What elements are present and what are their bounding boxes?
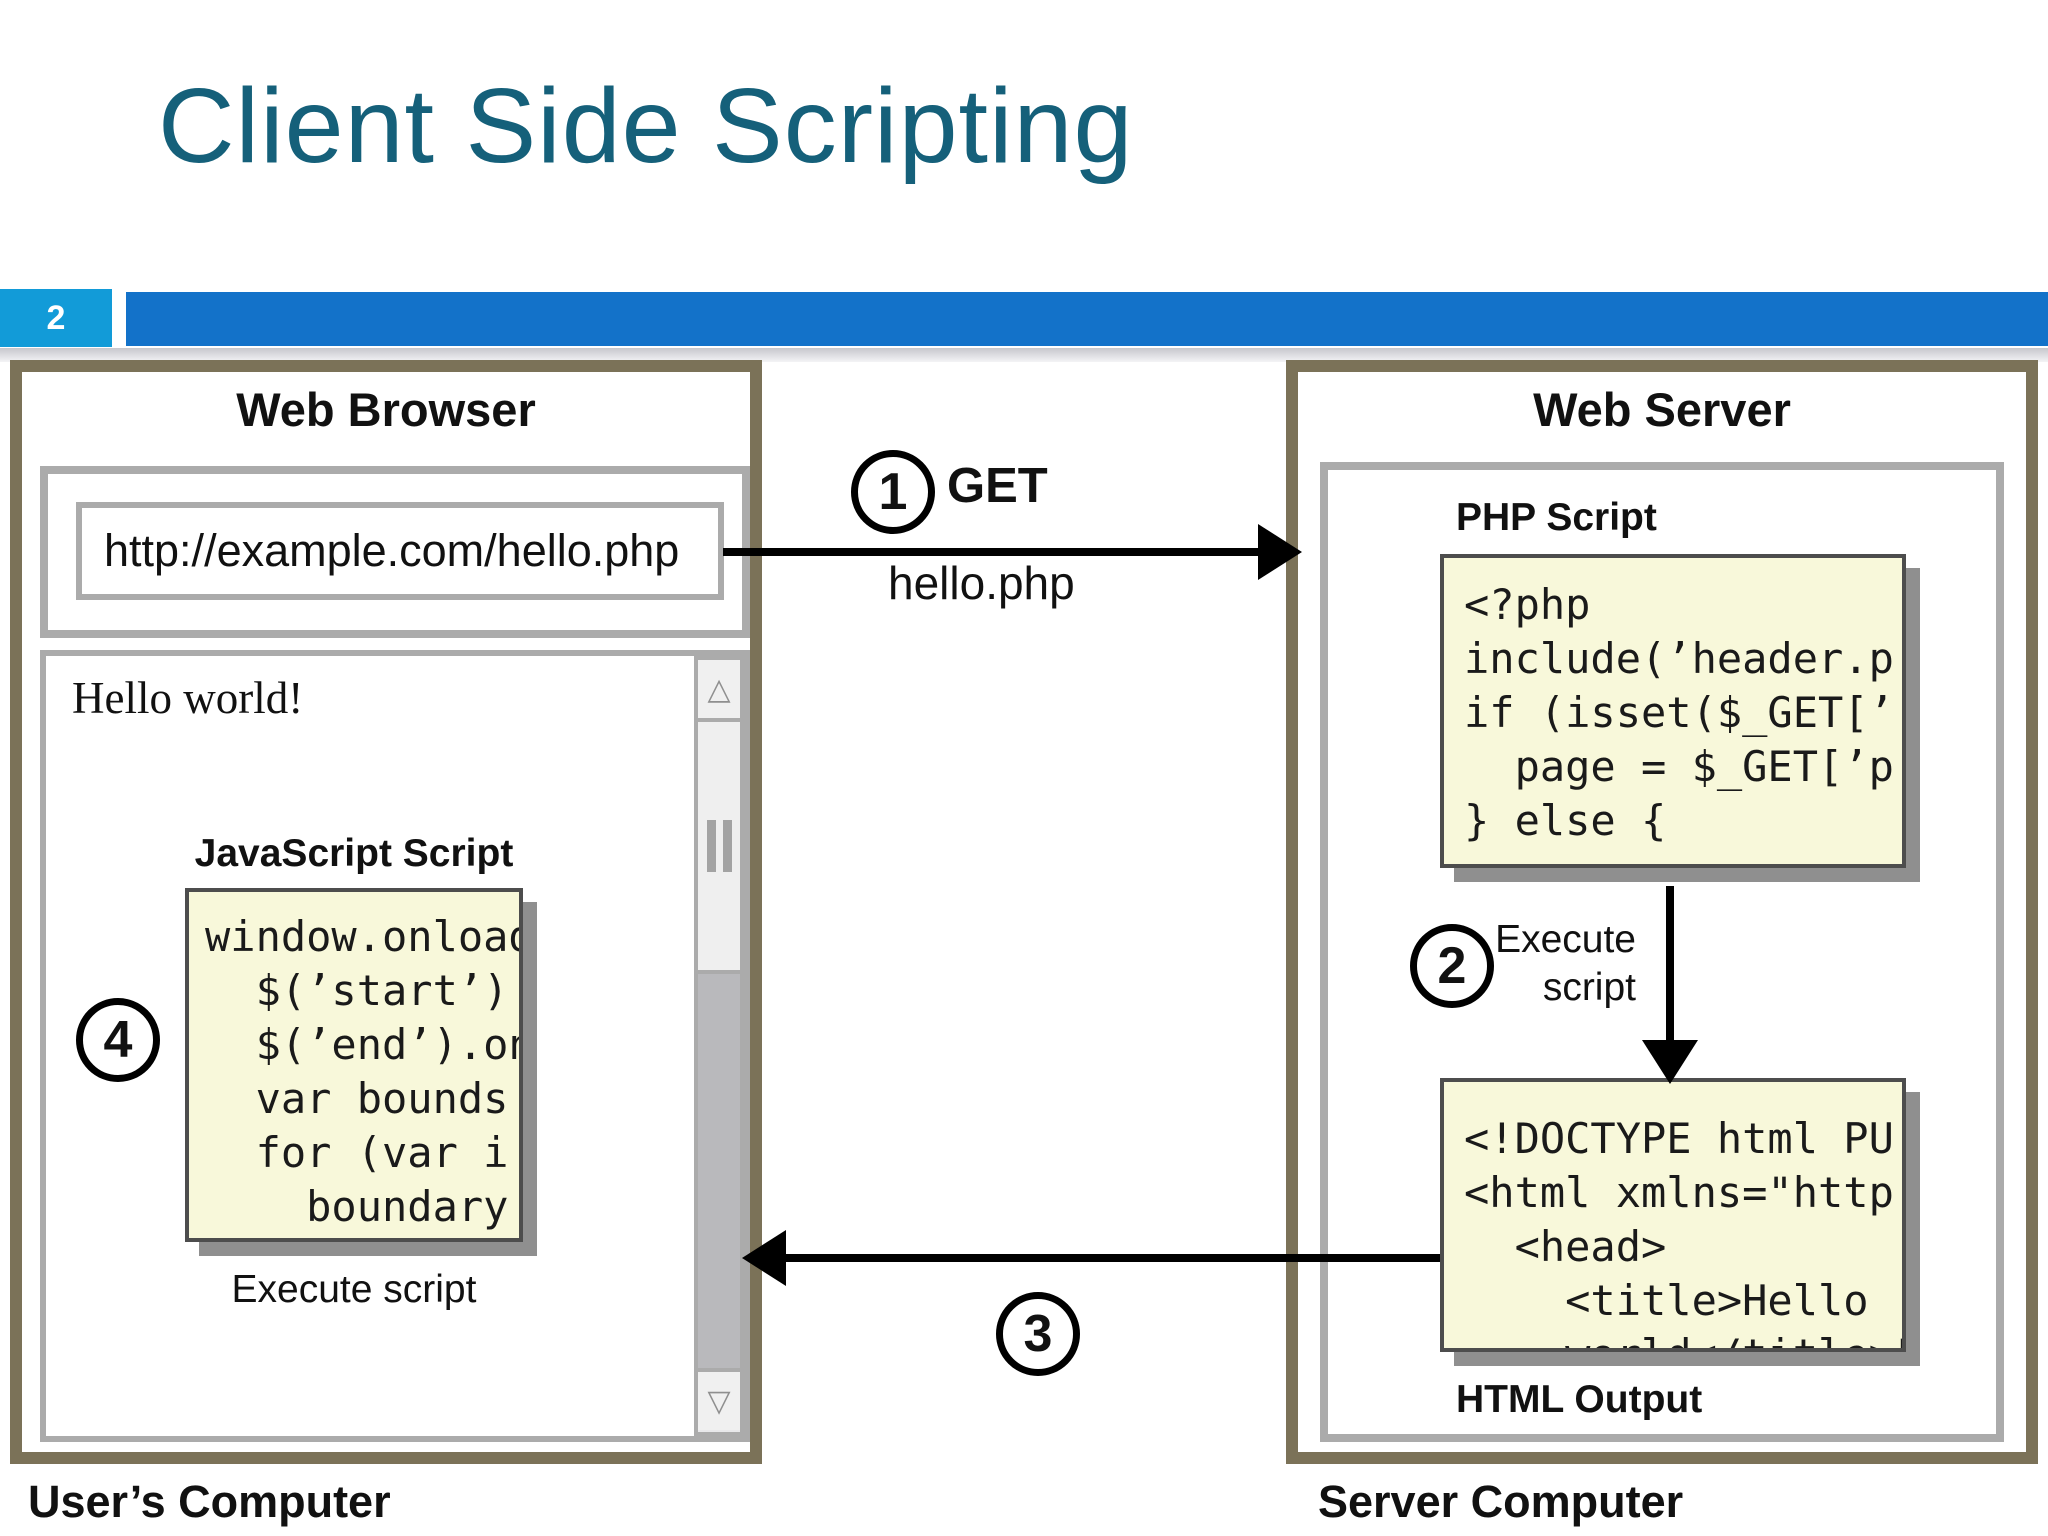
scroll-track[interactable]	[698, 974, 740, 1368]
server-execute-line1: Execute	[1495, 918, 1636, 961]
response-arrow	[786, 1254, 1440, 1262]
users-computer-label: User’s Computer	[28, 1476, 391, 1527]
get-method-label: GET	[947, 459, 1048, 513]
scroll-up-button[interactable]: △	[698, 660, 740, 722]
get-target-label: hello.php	[888, 557, 1075, 609]
page-title: Client Side Scripting	[158, 67, 1134, 185]
request-arrowhead-icon	[1258, 524, 1302, 580]
execute-arrow	[1666, 886, 1674, 1040]
header-bar	[126, 292, 2048, 346]
html-output-label: HTML Output	[1456, 1378, 1703, 1421]
php-code-box: <?php include(’header.p if (isset($_GET[…	[1440, 554, 1906, 868]
server-execute-line2: script	[1542, 966, 1636, 1009]
js-code-box: window.onload $(’start’) $(’end’).on var…	[185, 888, 523, 1242]
php-script-label: PHP Script	[1456, 496, 1657, 539]
execute-arrowhead-icon	[1642, 1040, 1698, 1084]
page-text: Hello world!	[72, 673, 304, 723]
step-2-badge: 2	[1410, 924, 1494, 1008]
request-arrow	[723, 548, 1258, 556]
server-execute-label: Execute script	[1430, 916, 1636, 1012]
scroll-grip-icon	[723, 820, 732, 872]
execute-script-label: Execute script	[231, 1268, 477, 1311]
down-triangle-icon: ▽	[707, 1384, 731, 1418]
url-input[interactable]: http://example.com/hello.php	[76, 502, 724, 600]
step-1-badge: 1	[851, 450, 935, 534]
js-script-label: JavaScript Script	[194, 832, 514, 875]
scroll-thumb[interactable]	[698, 722, 740, 974]
html-code-box: <!DOCTYPE html PU <html xmlns="http <hea…	[1440, 1078, 1906, 1352]
scroll-grip-icon	[707, 820, 716, 872]
server-computer-label: Server Computer	[1318, 1476, 1684, 1527]
browser-title: Web Browser	[236, 383, 536, 436]
server-title: Web Server	[1533, 383, 1791, 436]
header-bar-shadow	[0, 348, 2048, 362]
scroll-down-button[interactable]: ▽	[698, 1368, 740, 1430]
response-arrowhead-icon	[742, 1230, 786, 1286]
step-4-badge: 4	[76, 998, 160, 1082]
page-number-badge: 2	[0, 289, 112, 347]
step-3-badge: 3	[996, 1292, 1080, 1376]
up-triangle-icon: △	[707, 672, 731, 706]
scrollbar[interactable]: △ ▽	[694, 656, 744, 1436]
